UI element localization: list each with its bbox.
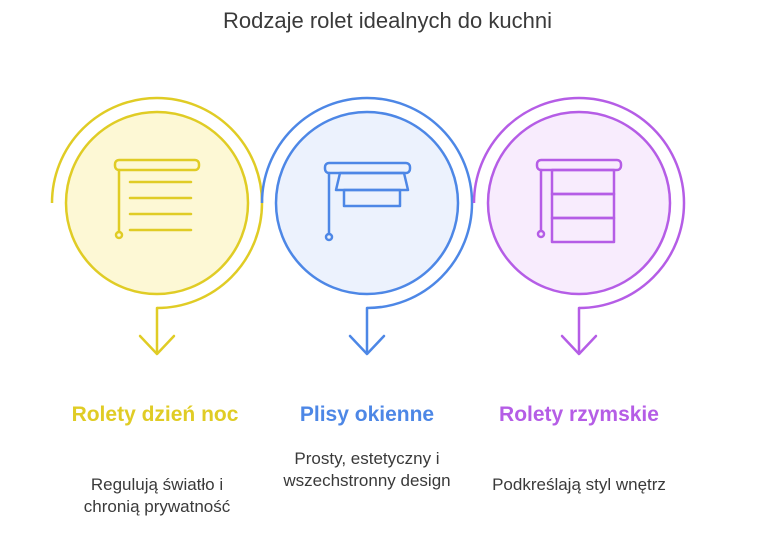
diagram-title: Rodzaje rolet idealnych do kuchni [223, 8, 552, 33]
item-3-title: Rolety rzymskie [499, 403, 659, 426]
item-2-title: Plisy okienne [299, 403, 435, 426]
item-1-arrow [138, 306, 176, 356]
item-1-description: Regulują światło i chronią prywatność [83, 475, 231, 516]
item-2-circle [274, 110, 460, 296]
pleated-blind-icon [323, 161, 412, 242]
day-night-blind-icon [113, 158, 201, 240]
roman-blind-icon [535, 158, 623, 244]
item-2-description: Prosty, estetyczny i wszechstronny desig… [283, 449, 451, 490]
item-1-graphic [50, 96, 264, 356]
item-2-arrow [348, 306, 386, 356]
item-2-outer-arc [260, 96, 474, 310]
item-3-arrow [560, 306, 598, 356]
item-3-circle [486, 110, 672, 296]
item-1-circle [64, 110, 250, 296]
item-3-outer-arc [472, 96, 686, 310]
item-3-description: Podkreślają styl wnętrz [492, 475, 666, 494]
item-1-outer-arc [50, 96, 264, 310]
item-3-graphic [472, 96, 686, 356]
item-1-title: Rolety dzień noc [71, 403, 239, 426]
item-2-graphic [260, 96, 474, 356]
